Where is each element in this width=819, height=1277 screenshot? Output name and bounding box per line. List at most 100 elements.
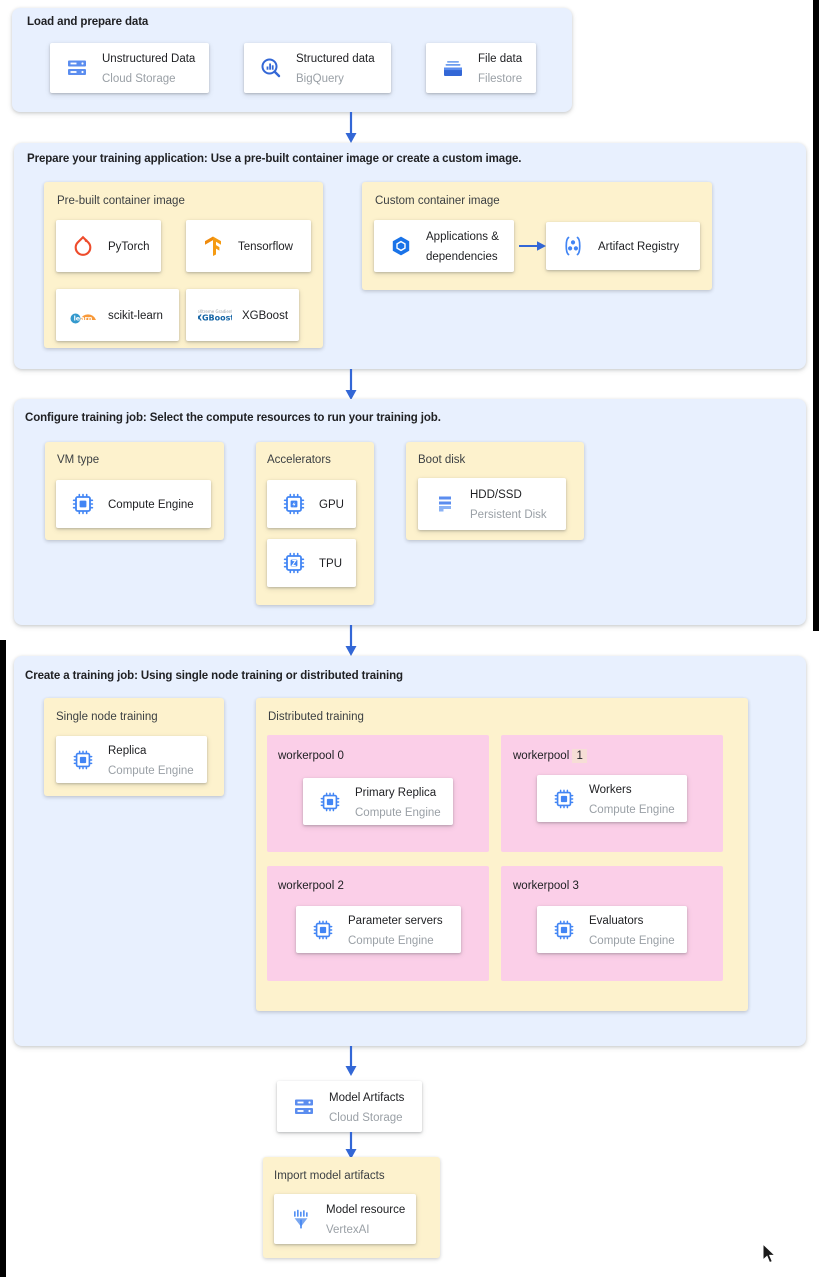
workerpool-index: 3 bbox=[572, 880, 579, 892]
card-title: File data bbox=[478, 53, 523, 65]
group-title-accelerators: Accelerators bbox=[267, 454, 331, 466]
group-title-single-node: Single node training bbox=[56, 711, 158, 723]
stage-configure-title: Configure training job: Select the compu… bbox=[25, 412, 441, 424]
card-subtitle: Compute Engine bbox=[589, 934, 675, 947]
card-gpu[interactable]: GPU bbox=[267, 480, 356, 528]
arrow-configure-to-create bbox=[341, 625, 361, 662]
card-tensorflow[interactable]: Tensorflow bbox=[186, 220, 311, 272]
card-title: Workers bbox=[589, 783, 632, 796]
card-title: PyTorch bbox=[108, 241, 150, 253]
card-artifact-registry[interactable]: Artifact Registry bbox=[546, 222, 700, 270]
stage-prepare-title: Prepare your training application: Use a… bbox=[27, 153, 522, 165]
arrow-prepare-to-configure bbox=[341, 369, 361, 406]
card-subtitle: Compute Engine bbox=[355, 806, 441, 819]
card-title: Unstructured Data bbox=[102, 53, 196, 65]
compute-engine-icon bbox=[549, 784, 579, 814]
cloud-storage-icon bbox=[289, 1092, 319, 1122]
workerpool-0-label: workerpool 0 bbox=[278, 750, 344, 762]
right-edge-strip bbox=[813, 0, 819, 631]
card-primary-replica[interactable]: Primary Replica Compute Engine bbox=[303, 778, 453, 825]
card-subtitle: BigQuery bbox=[296, 73, 344, 85]
card-title: Structured data bbox=[296, 53, 375, 65]
workerpool-label: workerpool bbox=[513, 880, 570, 892]
card-file-data[interactable]: File data Filestore bbox=[426, 43, 536, 93]
xgboost-icon: eXtreme Gradient XGBoost bbox=[198, 300, 232, 330]
applications-dependencies-icon bbox=[386, 231, 416, 261]
card-title: scikit-learn bbox=[108, 310, 163, 322]
card-compute-engine-vm[interactable]: Compute Engine bbox=[56, 480, 211, 528]
arrow-applications-to-registry bbox=[519, 238, 547, 259]
workerpool-index: 1 bbox=[572, 749, 587, 763]
bigquery-icon bbox=[256, 53, 286, 83]
tpu-icon bbox=[279, 548, 309, 578]
left-edge-strip bbox=[0, 640, 6, 1277]
workerpool-2-label: workerpool 2 bbox=[278, 880, 344, 892]
group-title-vm-type: VM type bbox=[57, 454, 100, 466]
card-workers[interactable]: Workers Compute Engine bbox=[537, 775, 701, 836]
workerpool-3-label: workerpool 3 bbox=[513, 880, 579, 892]
workerpool-index: 2 bbox=[337, 880, 344, 892]
arrow-load-to-prepare bbox=[341, 112, 361, 149]
group-title-distributed: Distributed training bbox=[268, 711, 364, 723]
card-structured-data[interactable]: Structured data BigQuery bbox=[244, 43, 391, 93]
card-unstructured-data[interactable]: Unstructured Data Cloud Storage bbox=[50, 43, 209, 93]
cloud-storage-icon bbox=[62, 53, 92, 83]
svg-text:learn: learn bbox=[74, 315, 93, 323]
card-subtitle: Cloud Storage bbox=[329, 1111, 403, 1124]
artifact-registry-icon bbox=[558, 231, 588, 261]
workerpool-label: workerpool bbox=[513, 750, 570, 762]
card-model-resource[interactable]: Model resource VertexAI bbox=[274, 1194, 416, 1244]
workerpool-label: workerpool bbox=[278, 880, 335, 892]
card-title: Primary Replica bbox=[355, 786, 437, 799]
compute-engine-icon bbox=[68, 489, 98, 519]
group-title-pre-built: Pre-built container image bbox=[57, 195, 185, 207]
card-title: TPU bbox=[319, 558, 342, 570]
workerpool-label: workerpool bbox=[278, 750, 335, 762]
card-title: Applications & bbox=[426, 231, 499, 243]
arrow-artifacts-to-import bbox=[341, 1132, 361, 1165]
card-title: Compute Engine bbox=[108, 499, 194, 511]
card-pytorch[interactable]: PyTorch bbox=[56, 220, 161, 272]
card-subtitle: Compute Engine bbox=[108, 764, 194, 777]
card-title: XGBoost bbox=[242, 310, 289, 322]
vertex-ai-model-icon bbox=[286, 1204, 316, 1234]
pytorch-icon bbox=[68, 231, 98, 261]
arrow-create-to-artifacts bbox=[341, 1046, 361, 1083]
card-tpu[interactable]: TPU bbox=[267, 539, 356, 587]
gpu-icon bbox=[279, 489, 309, 519]
card-subtitle: Cloud Storage bbox=[102, 73, 176, 85]
card-parameter-servers[interactable]: Parameter servers Compute Engine bbox=[296, 906, 475, 967]
group-title-boot-disk: Boot disk bbox=[418, 454, 466, 466]
compute-engine-icon bbox=[68, 745, 98, 775]
card-title: Model Artifacts bbox=[329, 1091, 405, 1104]
card-xgboost[interactable]: eXtreme Gradient XGBoost XGBoost bbox=[186, 289, 299, 341]
scikit-learn-icon: learn bbox=[68, 300, 98, 330]
compute-engine-icon bbox=[308, 915, 338, 945]
workerpool-index: 0 bbox=[337, 750, 344, 762]
group-title-custom: Custom container image bbox=[375, 195, 500, 207]
card-subtitle: Compute Engine bbox=[589, 803, 675, 816]
card-subtitle: Compute Engine bbox=[348, 934, 434, 947]
card-hdd-ssd[interactable]: HDD/SSD Persistent Disk bbox=[418, 478, 566, 530]
card-model-artifacts[interactable]: Model Artifacts Cloud Storage bbox=[277, 1081, 422, 1132]
svg-text:XGBoost: XGBoost bbox=[198, 314, 232, 323]
card-scikit-learn[interactable]: learn scikit-learn bbox=[56, 289, 179, 341]
card-title: Artifact Registry bbox=[598, 241, 680, 253]
tensorflow-icon bbox=[198, 231, 228, 261]
card-title: Model resource bbox=[326, 1204, 406, 1216]
card-subtitle: VertexAI bbox=[326, 1224, 370, 1236]
persistent-disk-icon bbox=[430, 489, 460, 519]
stage-create-title: Create a training job: Using single node… bbox=[25, 670, 403, 682]
workerpool-1-label: workerpool 1 bbox=[513, 749, 587, 763]
card-title: Parameter servers bbox=[348, 914, 443, 927]
card-evaluators[interactable]: Evaluators Compute Engine bbox=[537, 906, 701, 967]
group-title-import: Import model artifacts bbox=[274, 1170, 385, 1182]
card-replica[interactable]: Replica Compute Engine bbox=[56, 736, 207, 783]
card-title: HDD/SSD bbox=[470, 489, 522, 501]
compute-engine-icon bbox=[315, 787, 345, 817]
card-title: Evaluators bbox=[589, 914, 644, 927]
mouse-cursor bbox=[762, 1242, 778, 1265]
stage-load-title: Load and prepare data bbox=[27, 16, 149, 28]
card-title: Tensorflow bbox=[238, 241, 293, 253]
card-applications-dependencies[interactable]: Applications & dependencies bbox=[374, 220, 514, 272]
